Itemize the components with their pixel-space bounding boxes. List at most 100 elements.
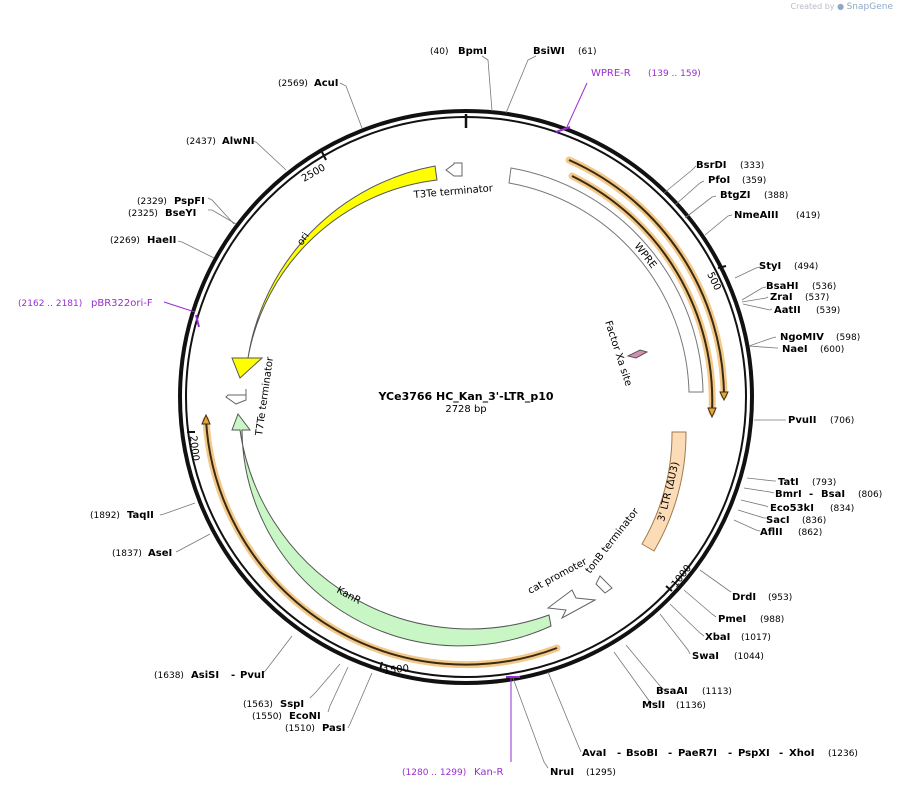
enzyme-name-pvuii: PvuII (788, 415, 816, 426)
enzyme-leader-lines (159, 55, 786, 769)
enzyme-name-tati: TatI (778, 477, 799, 488)
enzyme-name-naei: NaeI (782, 344, 808, 355)
credit-prefix: Created by (790, 2, 835, 11)
enzyme-pos-bsahi: (536) (812, 282, 836, 292)
enzyme-name-bsai: BsaI (821, 489, 845, 500)
backbone-outer-ring (178, 109, 754, 685)
enzyme-name-econi: EcoNI (289, 711, 321, 722)
enzyme-pos-aflii: (862) (798, 528, 822, 538)
orf-arrow-inner-right-core (571, 175, 714, 413)
tick-500-label: 500 (704, 270, 722, 292)
tonb-label: tonB terminator (584, 506, 642, 576)
enzyme-pos-asei: (1837) (112, 549, 142, 559)
orf-arrowhead-inner-right (707, 407, 717, 419)
enzyme-name-bsahi: BsaHI (766, 281, 798, 292)
enzyme-pos-btgzi: (388) (764, 191, 788, 201)
enzyme-pos-nrui: (1295) (586, 768, 616, 778)
t7te-terminator-feature (225, 389, 247, 405)
primer-wpre-r-mark (555, 126, 571, 133)
ltr-feature (641, 431, 687, 552)
enzyme-name-bsrdi: BsrDI (696, 160, 727, 171)
enzyme-name-xhoi: XhoI (789, 748, 814, 759)
enzyme-pos-swai: (1044) (734, 652, 764, 662)
orf-arrow-lower-left-core (205, 419, 558, 666)
primer-range-wpre-r: (139 .. 159) (648, 69, 701, 79)
orf-arrow-upper-right-core (568, 159, 725, 396)
enzyme-name-ngomiv: NgoMIV (780, 332, 824, 343)
enzyme-pos-sspi: (1563) (243, 700, 273, 710)
primer-name-wpre-r: WPRE-R (591, 68, 631, 79)
enzyme-name-saci: SacI (766, 515, 790, 526)
enzyme-name-swai: SwaI (692, 651, 719, 662)
enzyme-pos-ngomiv: (598) (836, 333, 860, 343)
primer-wpre-r-leader (565, 82, 588, 130)
primer-pbr322ori-f-mark (195, 314, 200, 328)
factor-xa-feature (626, 349, 649, 359)
enzyme-sep-asisi: - (231, 670, 235, 681)
enzyme-pos-bsrdi: (333) (740, 161, 764, 171)
snapgene-logo-icon: ● (837, 2, 845, 11)
enzyme-name-aflii: AflII (760, 527, 783, 538)
tick-2000: 2000 (187, 431, 201, 462)
wpre-feature (508, 167, 704, 393)
enzyme-name-avai: AvaI (582, 748, 606, 759)
credit-watermark: Created by ● SnapGene (791, 2, 894, 12)
enzyme-sep-avai: - (617, 748, 621, 759)
enzyme-name-bpmi: BpmI (458, 46, 487, 57)
enzyme-name-msli: MslI (642, 700, 665, 711)
enzyme-name-bsiwi: BsiWI (533, 46, 565, 57)
enzyme-name-drdi: DrdI (732, 592, 756, 603)
enzyme-pos-pvuii: (706) (830, 416, 854, 426)
enzyme-pos-tati: (793) (812, 478, 836, 488)
plasmid-length: 2728 bp (445, 404, 486, 415)
enzyme-pos-eco53ki: (834) (830, 504, 854, 514)
enzyme-pos-xhoi: (1236) (828, 749, 858, 759)
enzyme-pos-zrai: (537) (805, 293, 829, 303)
enzyme-pos-pspfi: (2329) (137, 197, 167, 207)
enzyme-sep-bsobi: - (668, 748, 672, 759)
enzyme-name-bsaai: BsaAI (656, 686, 688, 697)
enzyme-pos-pasi: (1510) (285, 724, 315, 734)
enzyme-name-haeii: HaeII (147, 235, 176, 246)
enzyme-pos-drdi: (953) (768, 593, 792, 603)
credit-brand: SnapGene (846, 2, 893, 12)
enzyme-name-nmeaiii: NmeAIII (734, 210, 778, 221)
enzyme-name-asei: AseI (148, 548, 172, 559)
orf-arrowhead-upper-right (719, 391, 729, 402)
primer-pbr322ori-f-leader (163, 301, 196, 313)
enzyme-name-bseyi: BseYI (165, 208, 196, 219)
tick-1500: 1500 (379, 661, 410, 677)
t3te-terminator-feature (445, 162, 463, 177)
enzyme-pos-alwni: (2437) (186, 137, 216, 147)
tick-1500-label: 1500 (383, 663, 409, 677)
enzyme-pos-taqii: (1892) (90, 511, 120, 521)
orf-arrowhead-lower-left (201, 413, 211, 425)
enzyme-name-aatii: AatII (774, 305, 801, 316)
enzyme-name-bsobi: BsoBI (626, 748, 658, 759)
enzyme-pos-bpmi: (40) (430, 47, 448, 57)
enzyme-name-pvui: PvuI (240, 670, 265, 681)
enzyme-pos-msli: (1136) (676, 701, 706, 711)
enzyme-sep-paer7i: - (728, 748, 732, 759)
enzyme-name-btgzi: BtgZI (720, 190, 751, 201)
enzyme-name-pasi: PasI (322, 723, 345, 734)
enzyme-name-asisi: AsiSI (191, 670, 219, 681)
t3te-label: T3Te terminator (412, 183, 494, 201)
ori-feature (231, 165, 438, 379)
enzyme-sep-pspxi: - (779, 748, 783, 759)
enzyme-name-xbai: XbaI (705, 632, 730, 643)
enzyme-pos-naei: (600) (820, 345, 844, 355)
enzyme-pos-econi: (1550) (252, 712, 282, 722)
enzyme-name-zrai: ZraI (770, 292, 793, 303)
enzyme-sep-bmri: - (809, 489, 813, 500)
enzyme-name-pspxi: PspXI (738, 748, 770, 759)
factor-xa-label: Factor Xa site (602, 320, 633, 388)
enzyme-pos-bsaai: (1113) (702, 687, 732, 697)
enzyme-name-alwni: AlwNI (222, 136, 255, 147)
enzyme-pos-nmeaiii: (419) (796, 211, 820, 221)
enzyme-pos-pmei: (988) (760, 615, 784, 625)
enzyme-name-nrui: NruI (550, 767, 574, 778)
primer-name-kan-r: Kan-R (474, 767, 503, 778)
enzyme-pos-bsiwi: (61) (578, 47, 596, 57)
